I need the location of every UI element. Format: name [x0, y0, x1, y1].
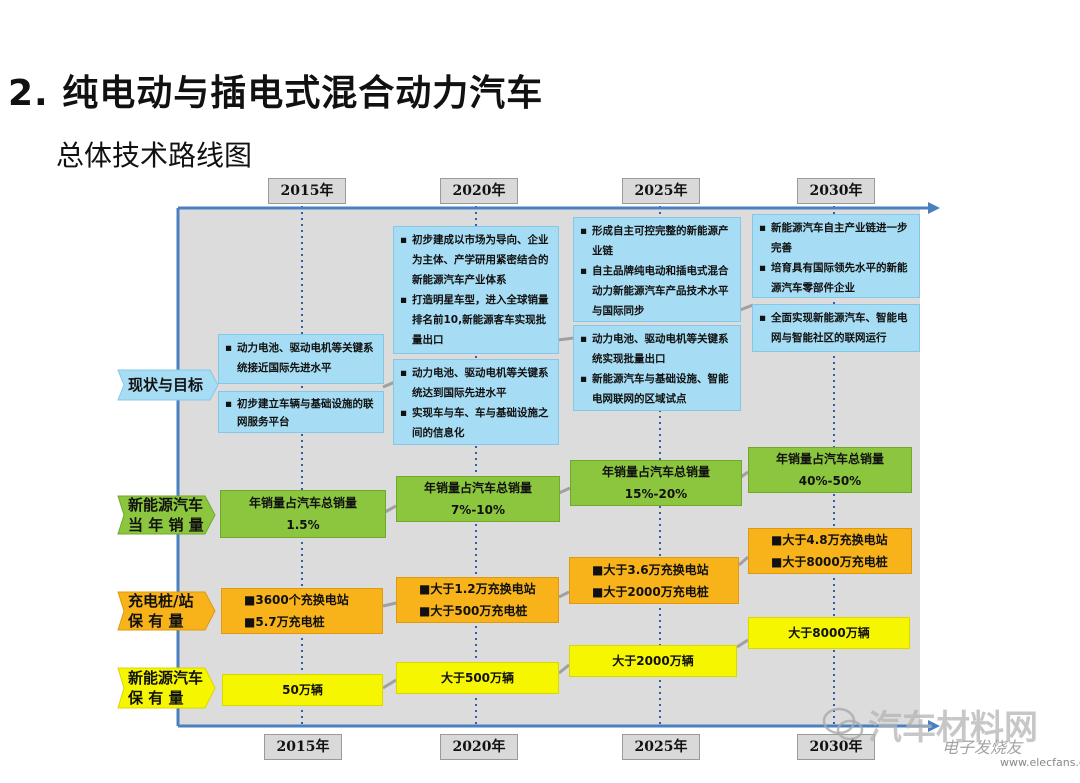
watermark-text: 汽车材料网 — [868, 708, 1038, 748]
year-label-bottom-2030: 2030年 — [797, 734, 875, 760]
fleet-box-2030: 大于8000万辆 — [748, 617, 910, 649]
watermark-brand: 电子发烧友 — [942, 738, 1023, 757]
charging-item: ■大于3.6万充换电站 — [592, 562, 709, 577]
row-label-charging-line1: 充电桩/站 — [128, 592, 194, 610]
row-label-fleet-line2: 保 有 量 — [128, 689, 184, 707]
status-box-2015-b: 初步建立车辆与基础设施的联网服务平台 — [218, 391, 384, 433]
status-box-2030-b: 全面实现新能源汽车、智能电网与智能社区的联网运行 — [752, 304, 920, 352]
fleet-value: 大于2000万辆 — [612, 654, 694, 668]
page-subtitle: 总体技术路线图 — [56, 139, 253, 172]
status-item: 自主品牌纯电动和插电式混合动力新能源汽车产品技术水平与国际同步 — [580, 261, 734, 321]
row-label-charging-line2: 保 有 量 — [128, 612, 184, 630]
sales-label: 年销量占汽车总销量 — [601, 465, 710, 479]
status-item: 动力电池、驱动电机等关键系统接近国际先进水平 — [225, 338, 377, 378]
sales-label: 年销量占汽车总销量 — [248, 496, 357, 510]
row-label-sales-line2: 当 年 销 量 — [128, 516, 204, 534]
status-item: 形成自主可控完整的新能源产业链 — [580, 221, 734, 261]
row-arrow-status — [117, 369, 219, 401]
charging-box-2015: ■3600个充换电站 ■5.7万充电桩 — [221, 588, 383, 634]
charging-box-2025: ■大于3.6万充换电站 ■大于2000万充电桩 — [569, 557, 739, 604]
status-item: 初步建成以市场为导向、企业为主体、产学研用紧密结合的新能源汽车产业体系 — [400, 230, 552, 290]
status-box-2015-a: 动力电池、驱动电机等关键系统接近国际先进水平 — [218, 334, 384, 384]
fleet-value: 大于500万辆 — [440, 671, 515, 685]
axis-arrow-top — [928, 202, 940, 214]
status-box-2025-b: 动力电池、驱动电机等关键系统实现批量出口 新能源汽车与基础设施、智能电网联网的区… — [573, 325, 741, 411]
fleet-value: 50万辆 — [282, 683, 323, 697]
sales-label: 年销量占汽车总销量 — [423, 481, 532, 495]
year-label-bottom-2025: 2025年 — [622, 734, 700, 760]
status-item: 初步建立车辆与基础设施的联网服务平台 — [225, 395, 377, 431]
row-arrow-sales — [117, 495, 216, 535]
year-label-top-2030: 2030年 — [797, 178, 875, 204]
row-arrow-fleet — [117, 667, 216, 709]
charging-item: ■大于2000万充电桩 — [592, 584, 709, 599]
sales-box-2025: 年销量占汽车总销量 15%-20% — [570, 460, 742, 506]
sales-value: 40%-50% — [798, 474, 862, 488]
row-label-fleet-line1: 新能源汽车 — [128, 669, 204, 687]
fleet-box-2015: 50万辆 — [222, 674, 383, 706]
sales-box-2030: 年销量占汽车总销量 40%-50% — [748, 447, 912, 493]
row-label-sales: 新能源汽车 当 年 销 量 — [118, 496, 215, 534]
sales-box-2015: 年销量占汽车总销量 1.5% — [220, 490, 386, 538]
year-label-top-2025: 2025年 — [622, 178, 700, 204]
charging-item: ■3600个充换电站 — [244, 593, 349, 607]
charging-item: ■大于8000万充电桩 — [771, 555, 888, 569]
sales-value: 7%-10% — [450, 503, 506, 517]
axis-arrow-bottom — [928, 720, 940, 732]
wechat-icon — [822, 707, 864, 741]
sales-label: 年销量占汽车总销量 — [775, 452, 884, 466]
row-label-status-text: 现状与目标 — [128, 376, 204, 394]
status-item: 动力电池、驱动电机等关键系统达到国际先进水平 — [400, 363, 552, 403]
status-item: 新能源汽车与基础设施、智能电网联网的区域试点 — [580, 369, 734, 409]
fleet-box-2025: 大于2000万辆 — [569, 645, 737, 677]
fleet-box-2020: 大于500万辆 — [396, 662, 559, 694]
charging-box-2030: ■大于4.8万充换电站 ■大于8000万充电桩 — [748, 528, 912, 574]
row-label-fleet: 新能源汽车 保 有 量 — [118, 668, 215, 708]
year-label-bottom-2020: 2020年 — [440, 734, 518, 760]
year-label-bottom-2015: 2015年 — [264, 734, 342, 760]
sales-value: 15%-20% — [624, 487, 688, 501]
status-item: 培育具有国际领先水平的新能源汽车零部件企业 — [759, 258, 913, 297]
row-arrow-charging — [117, 591, 216, 631]
row-label-status: 现状与目标 — [118, 370, 218, 400]
status-item: 新能源汽车自主产业链进一步完善 — [759, 218, 913, 258]
year-label-top-2020: 2020年 — [440, 178, 518, 204]
sales-box-2020: 年销量占汽车总销量 7%-10% — [396, 476, 560, 522]
row-label-charging: 充电桩/站 保 有 量 — [118, 592, 215, 630]
status-box-2020-b: 动力电池、驱动电机等关键系统达到国际先进水平 实现车与车、车与基础设施之间的信息… — [393, 359, 559, 445]
status-box-2025-a: 形成自主可控完整的新能源产业链 自主品牌纯电动和插电式混合动力新能源汽车产品技术… — [573, 217, 741, 322]
charging-item: ■大于4.8万充换电站 — [771, 533, 888, 547]
status-box-2020-a: 初步建成以市场为导向、企业为主体、产学研用紧密结合的新能源汽车产业体系 打造明星… — [393, 226, 559, 354]
status-item: 实现车与车、车与基础设施之间的信息化 — [400, 403, 552, 443]
status-box-2030-a: 新能源汽车自主产业链进一步完善 培育具有国际领先水平的新能源汽车零部件企业 — [752, 214, 920, 298]
status-item: 打造明星车型，进入全球销量排名前10,新能源客车实现批量出口 — [400, 290, 552, 350]
charging-box-2020: ■大于1.2万充换电站 ■大于500万充电桩 — [396, 577, 559, 623]
status-item: 动力电池、驱动电机等关键系统实现批量出口 — [580, 329, 734, 369]
status-item: 全面实现新能源汽车、智能电网与智能社区的联网运行 — [759, 308, 913, 348]
charging-item: ■5.7万充电桩 — [244, 615, 325, 629]
charging-item: ■大于1.2万充换电站 — [419, 582, 536, 596]
page-title: 2. 纯电动与插电式混合动力汽车 — [8, 73, 544, 114]
row-label-sales-line1: 新能源汽车 — [128, 496, 204, 514]
fleet-value: 大于8000万辆 — [788, 626, 870, 640]
sales-value: 1.5% — [286, 518, 320, 532]
year-label-top-2015: 2015年 — [268, 178, 346, 204]
charging-item: ■大于500万充电桩 — [419, 604, 528, 618]
watermark-site: www.elecfans.com — [1000, 756, 1080, 769]
